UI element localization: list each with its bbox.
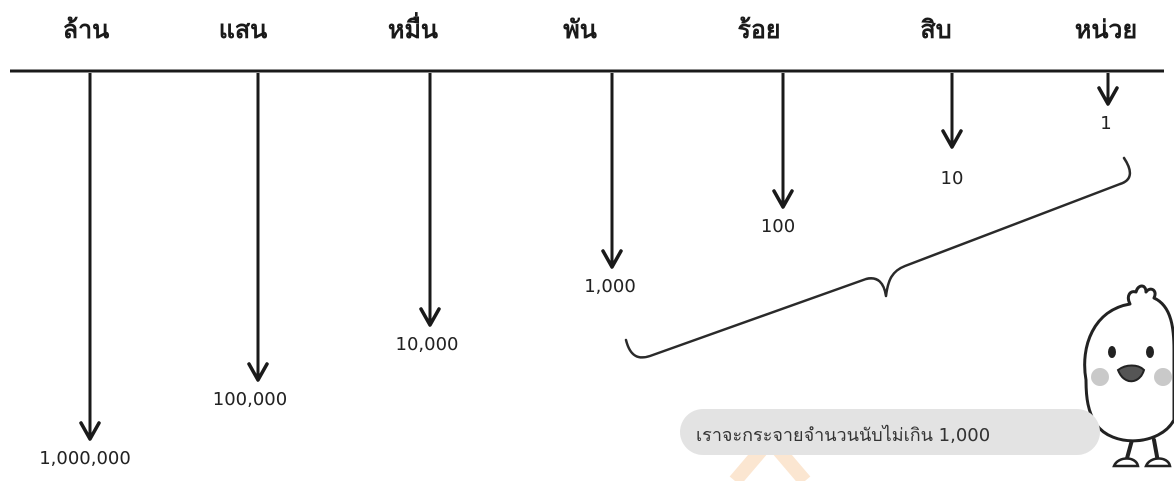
arrow-5 xyxy=(941,73,963,149)
place-header-5: สิบ xyxy=(920,15,952,44)
place-header-3: พัน xyxy=(563,15,597,44)
arrow-0 xyxy=(79,73,101,441)
place-header-2: หมื่น xyxy=(387,15,439,44)
place-value-4: 100 xyxy=(760,216,796,237)
place-header-0: ล้าน xyxy=(62,15,110,44)
arrow-3 xyxy=(601,73,623,269)
place-value-3: 1,000 xyxy=(584,276,636,297)
place-header-1: แสน xyxy=(218,15,268,44)
note-text: เราจะกระจายจำนวนนับไม่เกิน 1,000 xyxy=(696,425,991,446)
place-value-1: 100,000 xyxy=(212,389,288,410)
arrows-group xyxy=(79,73,1119,441)
note-pill xyxy=(680,409,1100,455)
place-value-6: 1 xyxy=(1100,113,1112,134)
place-header-6: หน่วย xyxy=(1074,15,1138,44)
place-value-0: 1,000,000 xyxy=(39,448,131,469)
arrow-2 xyxy=(419,73,441,327)
chick-mascot-icon xyxy=(1083,284,1174,468)
place-header-4: ร้อย xyxy=(737,15,781,44)
arrow-4 xyxy=(772,73,794,209)
grouping-brace xyxy=(624,156,1132,359)
arrow-1 xyxy=(247,73,269,382)
place-value-5: 10 xyxy=(940,168,964,189)
arrow-6 xyxy=(1097,73,1119,106)
place-value-2: 10,000 xyxy=(395,334,459,355)
